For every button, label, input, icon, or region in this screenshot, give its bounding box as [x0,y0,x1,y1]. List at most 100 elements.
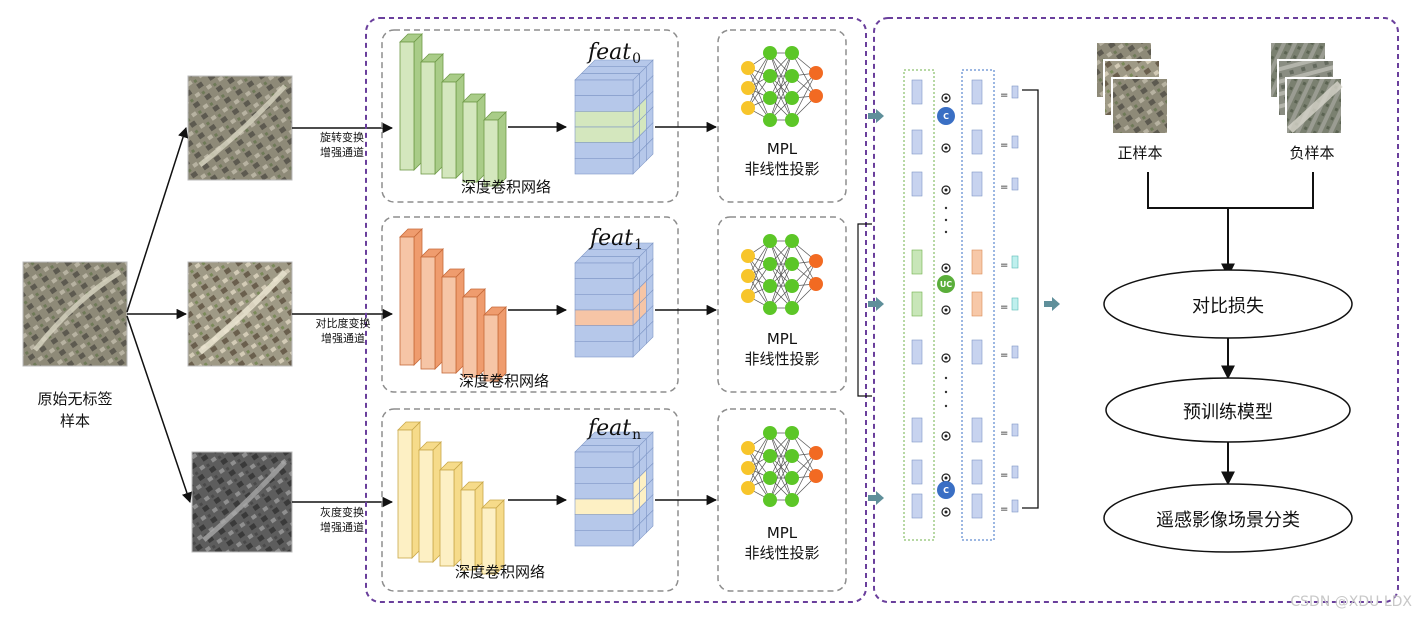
mlp-0-node-2-1 [785,69,799,83]
cnn-1-slab-4-front [483,314,499,382]
right-vector-4 [971,291,983,317]
cnn-stacks [397,33,507,575]
ellipsis-0-0 [944,206,948,210]
badge-label-0: C [943,112,949,121]
mlp-1-node-1-1 [763,257,777,271]
feat-label-1-sub: 1 [634,237,644,253]
branch-0-box [381,29,679,203]
mlp-2-edge [747,432,771,489]
feat-cube-2-row-2 [574,483,634,500]
mpl-label-1-line1: MPL [766,330,798,348]
mlp-1-node-2-3 [785,301,799,315]
left-vector-1 [911,129,923,155]
feat-cube-0-row-2 [574,111,634,128]
mlp-1-node-1-2 [763,279,777,293]
mlp-0-node-2-0 [785,46,799,60]
mlp-0-node-1-0 [763,46,777,60]
mpl-box-1 [717,216,847,393]
feat-cube-1-row-4 [574,325,634,342]
mpl-box-2 [717,408,847,592]
right-vector-5 [971,339,983,365]
mlp-1-node-0-0 [741,249,755,263]
right-vector-6 [971,417,983,443]
mlp-2-node-1-1 [763,449,777,463]
left-vector-4 [911,291,923,317]
mlp-0-edge [769,52,793,121]
cnn-2-slab-1-front [418,449,434,563]
mlp-0-edge [791,72,817,121]
mlp-1-node-0-1 [741,269,755,283]
mlp-2-node-0-1 [741,461,755,475]
teal-arrows [868,109,1060,505]
aug-label-2: 灰度变换 增强通道 [300,505,384,535]
out-vector-4 [1011,297,1019,311]
mlp-1-edge [769,240,793,309]
dot-op-core-6 [944,434,948,438]
mlp-2-node-3-1 [809,469,823,483]
watermark: CSDN @XDU LDX [1290,594,1412,610]
cnn-1-slab-2-front [441,276,457,374]
mlp-0-edge [769,75,793,121]
mlp-1-edge [769,263,793,309]
feat-label-0-sub: 0 [632,51,642,67]
cnn-0-slab-2-front [441,81,457,179]
mlp-2-node-1-3 [763,493,777,507]
classify-ellipse [1103,483,1353,553]
left-vector-8 [911,493,923,519]
aug-label-2-line1: 灰度变换 [320,506,364,519]
mlp-2-edge [769,432,793,501]
feat-cube-1-row-0 [574,262,634,279]
mpl-label-2-line1: MPL [766,524,798,542]
mlp-0-node-1-2 [763,91,777,105]
cnn-label-0: 深度卷积网络 [460,178,551,196]
feature-cubes [574,59,654,547]
ellipsis-1-2 [944,404,948,408]
eq-sign-0: = [1000,90,1008,101]
mlp-2-node-1-0 [763,426,777,440]
eq-sign-8: = [1000,504,1008,515]
aug-label-0-line2: 增强通道 [320,146,364,159]
mlp-2-node-3-0 [809,446,823,460]
out-vector-5 [1011,345,1019,359]
aug-label-1: 对比度变换 增强通道 [298,316,388,346]
teal-arrow-2 [868,491,884,505]
aug-label-0: 旋转变换 增强通道 [300,130,384,160]
mlp-0-edge [747,67,771,121]
mlp-1-edge [791,260,817,309]
sample-merge-line [1147,172,1314,209]
mpl-label-1-line2: 非线性投影 [744,350,820,368]
positive-sample-label: 正样本 [1117,144,1163,162]
mlp-0-edge [747,52,771,109]
mlp-1-edge [747,240,771,297]
source-label: 原始无标签 样本 [12,388,138,432]
branch-1-box [381,216,679,393]
cnn-2-slab-3-front [460,489,476,571]
eq-sign-7: = [1000,470,1008,481]
cnn-label-1: 深度卷积网络 [458,372,549,390]
mlp-1-node-2-2 [785,279,799,293]
branch-2-box [381,408,679,592]
cnn-1-slab-3-front [462,296,478,378]
cnn-0-slab-4-side [497,111,507,187]
mlp-1-node-1-0 [763,234,777,248]
mpl-label-2: MPL 非线性投影 [718,523,846,563]
right-vector-7 [971,459,983,485]
cnn-2-slab-0-front [397,429,413,559]
feat-cube-2-side-5-2 [646,509,654,534]
badge-label-1: UC [940,280,952,289]
eq-sign-6: = [1000,428,1008,439]
mpl-label-1: MPL 非线性投影 [718,329,846,369]
dot-op-core-8 [944,510,948,514]
mlp-2-edge [791,452,817,501]
mlp-1-node-3-0 [809,254,823,268]
cnn-label-2: 深度卷积网络 [454,563,545,581]
source-image [22,261,128,367]
mlp-1-node-3-1 [809,277,823,291]
source-label-line2: 样本 [59,412,90,430]
cnn-0-slab-3-front [462,101,478,183]
source-label-line1: 原始无标签 [37,390,113,408]
feat-cube-0-top-1 [580,66,648,74]
dot-op-core-2 [944,188,948,192]
right-vector-8 [971,493,983,519]
